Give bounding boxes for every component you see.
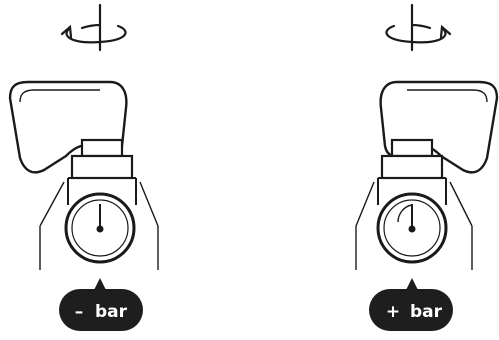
plus-bar-label-bg [369, 289, 453, 331]
pressure-gauge [64, 192, 136, 264]
right-valve-figure [355, 3, 499, 331]
label-pointer [94, 278, 106, 290]
bar-unit-label: bar [410, 302, 443, 322]
minus-bar-label: – bar [59, 289, 143, 331]
plus-bar-label: + bar [386, 302, 443, 322]
label-pointer [406, 278, 418, 290]
rotation-ccw-icon [60, 3, 127, 52]
left-valve-figure: – bar [8, 3, 159, 331]
pressure-gauge [376, 192, 448, 264]
valve-neck [70, 138, 134, 180]
rotation-cw-icon [385, 3, 452, 52]
bar-unit-label: bar [95, 302, 128, 322]
valve-neck [380, 138, 444, 180]
minus-sign: – [75, 302, 84, 322]
valve-housing [355, 177, 473, 270]
valve-housing [39, 177, 159, 270]
plus-sign: + [386, 302, 400, 322]
